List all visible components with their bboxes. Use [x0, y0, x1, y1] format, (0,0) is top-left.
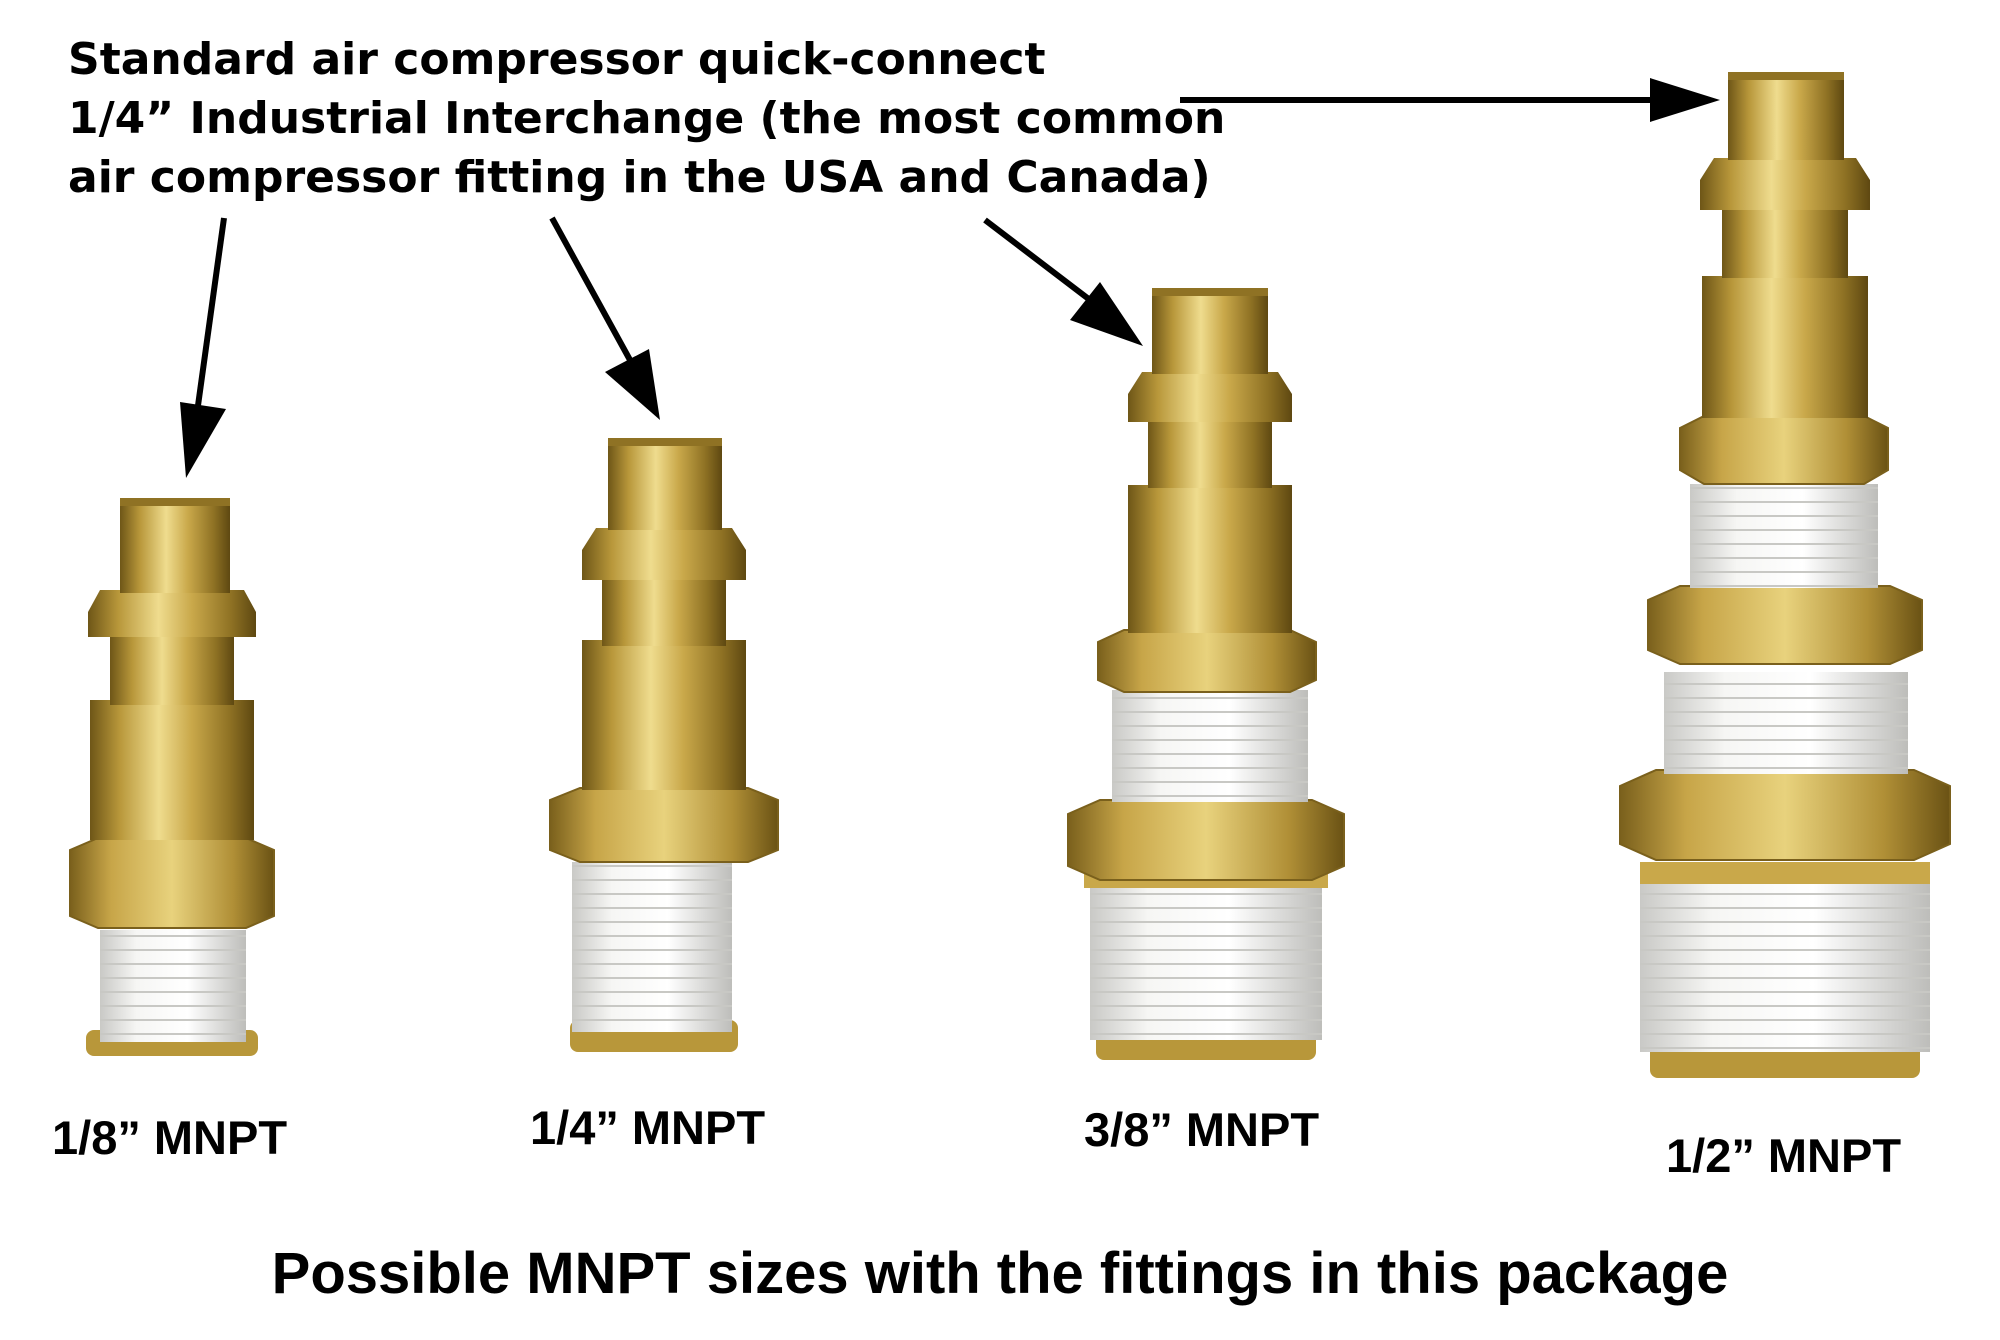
pointer-arrows — [180, 78, 1720, 478]
arrow-to-fitting-2 — [549, 216, 660, 420]
arrow-to-fitting-3 — [983, 217, 1143, 346]
arrow-to-fitting-1 — [180, 217, 227, 478]
size-label-quarter: 1/4” MNPT — [530, 1101, 766, 1154]
size-label-eighth: 1/8” MNPT — [52, 1111, 288, 1164]
fitting-4-half-inch — [1619, 72, 1951, 1078]
arrow-to-fitting-4 — [1180, 78, 1720, 122]
fitting-3-three-eighths-inch — [1067, 288, 1345, 1060]
size-label-three-eighths: 3/8” MNPT — [1084, 1103, 1320, 1156]
caption-line-2: 1/4” Industrial Interchange (the most co… — [68, 93, 1226, 144]
fitting-1-eighth-inch — [69, 498, 275, 1056]
caption-header: Standard air compressor quick-connect 1/… — [68, 30, 1226, 207]
size-label-half: 1/2” MNPT — [1666, 1129, 1902, 1182]
caption-line-1: Standard air compressor quick-connect — [68, 34, 1046, 85]
footer-caption: Possible MNPT sizes with the fittings in… — [271, 1241, 1729, 1306]
caption-line-3: air compressor fitting in the USA and Ca… — [68, 152, 1211, 203]
fitting-2-quarter-inch — [549, 438, 779, 1052]
